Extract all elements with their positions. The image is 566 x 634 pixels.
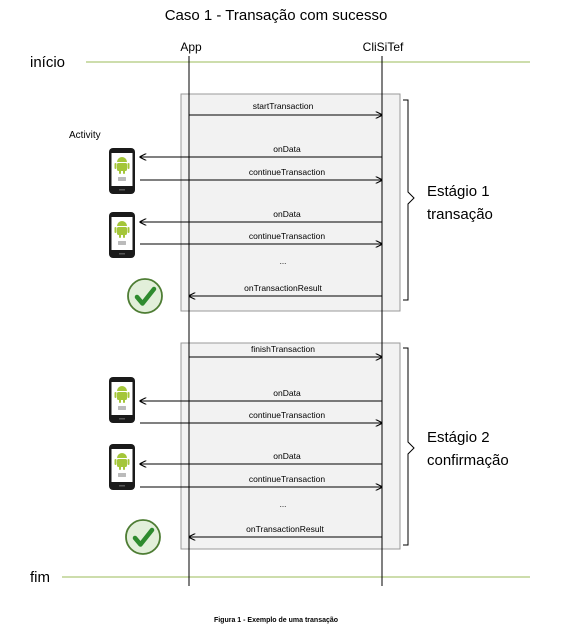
stage-1-box [180,93,401,312]
end-marker-label: fim [30,569,50,586]
stage-2-brace [403,347,415,546]
stage-1-label-line1: Estágio 1 [427,183,490,200]
message-label: startTransaction [253,101,314,111]
stage-2-label-line1: Estágio 2 [427,429,490,446]
checkmark-circle-icon [128,279,162,313]
message-label: onData [273,388,301,398]
activity-label: Activity [69,130,101,141]
stage-1-brace [403,99,415,301]
message-label: onData [273,451,301,461]
android-phone-icon [109,212,135,258]
android-phone-icon [109,444,135,490]
message-label: onData [273,144,301,154]
lane-clisitef-label: CliSiTef [363,40,404,54]
stage-2-label-line2: confirmação [427,452,509,469]
android-phone-icon [109,377,135,423]
message-label: onData [273,209,301,219]
message-label: continueTransaction [249,410,326,420]
message-ellipsis: ... [280,257,287,266]
stage-2-box [180,342,401,550]
lane-app-label: App [180,40,202,54]
message-label: continueTransaction [249,167,326,177]
message-label: onTransactionResult [246,524,324,534]
message-label: continueTransaction [249,231,326,241]
message-label: continueTransaction [249,474,326,484]
checkmark-circle-icon [126,520,160,554]
diagram-title: Caso 1 - Transação com sucesso [165,7,388,24]
message-label: finishTransaction [251,344,315,354]
message-label: onTransactionResult [244,283,322,293]
stage-1-messages: startTransaction onData continueTransact… [140,101,382,296]
figure-caption: Figura 1 - Exemplo de uma transação [214,617,338,624]
start-marker-label: início [30,54,65,71]
stage-1-label-line2: transação [427,206,493,223]
stage-2-messages: finishTransaction onData continueTransac… [140,344,382,537]
message-ellipsis: ... [280,500,287,509]
android-phone-icon [109,148,135,194]
